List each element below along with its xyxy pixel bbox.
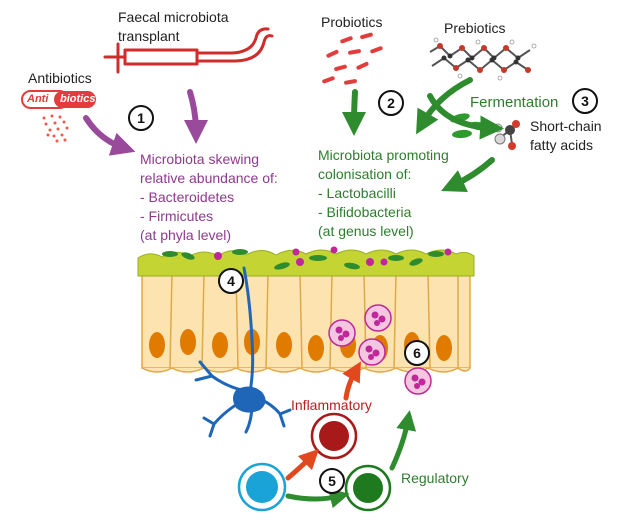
arrow-transplant	[183, 89, 208, 144]
probiotics-label: Probiotics	[321, 14, 383, 30]
neuron-soma	[233, 386, 266, 413]
faecal-line-1: Faecal microbiota	[118, 9, 229, 25]
arrow-prebiotics	[416, 77, 473, 135]
promoting-line-1: Microbiota promoting	[318, 147, 449, 163]
probiotics-bacteria	[322, 32, 383, 85]
promoting-text: Microbiota promoting colonisation of: - …	[318, 146, 449, 241]
skewing-line-5: (at phyla level)	[140, 227, 232, 243]
faecal-line-2: transplant	[118, 28, 180, 44]
promoting-line-3: - Lactobacilli	[318, 185, 396, 201]
scfa-line-1: Short-chain	[530, 118, 602, 134]
skewing-line-3: - Bacteroidetes	[140, 189, 235, 205]
regulatory-label: Regulatory	[401, 470, 469, 486]
prebiotics-label: Prebiotics	[444, 20, 506, 36]
skewing-line-4: - Firmicutes	[140, 208, 214, 224]
marker-4: 4	[218, 268, 244, 294]
inflammatory-label: Inflammatory	[291, 397, 372, 413]
naive-t-cell	[237, 462, 287, 512]
scfa-line-2: fatty acids	[530, 137, 594, 153]
arrow-scfa	[441, 157, 495, 192]
scfa-molecule-icon	[493, 120, 520, 150]
syringe-icon	[103, 27, 274, 74]
promoting-line-5: (at genus level)	[318, 223, 414, 239]
immune-cells	[328, 304, 432, 395]
arrow-fermentation	[427, 93, 504, 140]
arrow-antibiotics	[83, 115, 136, 156]
pill-left-text: Anti	[27, 93, 49, 105]
arrow-probiotics	[342, 89, 367, 136]
promoting-line-4: - Bifidobacteria	[318, 204, 412, 220]
marker-6: 6	[404, 340, 430, 366]
scfa-label: Short-chain fatty acids	[530, 117, 602, 155]
arrow-inflammatory-up	[342, 361, 361, 401]
marker-3: 3	[572, 88, 598, 114]
arrow-naive-to-regulatory	[285, 488, 350, 509]
skewing-line-1: Microbiota skewing	[140, 151, 260, 167]
pill-powder-dots	[42, 114, 69, 143]
marker-2: 2	[378, 90, 404, 116]
inflammatory-t-cell	[310, 412, 358, 460]
marker-5: 5	[319, 468, 345, 494]
promoting-line-2: colonisation of:	[318, 166, 412, 182]
mucus-microbes	[162, 246, 452, 270]
pill-icon	[21, 90, 96, 109]
faecal-transplant-label: Faecal microbiota transplant	[118, 8, 229, 46]
skewing-line-2: relative abundance of:	[140, 170, 278, 186]
prebiotics-molecule-icon	[429, 37, 537, 81]
antibiotics-label: Antibiotics	[28, 70, 92, 86]
regulatory-t-cell	[344, 464, 392, 512]
pill-right-text: biotics	[60, 93, 96, 105]
arrow-regulatory-up	[389, 410, 417, 471]
arrow-naive-to-inflammatory	[285, 448, 320, 481]
skewing-text: Microbiota skewing relative abundance of…	[140, 150, 278, 245]
fermentation-label: Fermentation	[470, 94, 559, 111]
marker-1: 1	[128, 105, 154, 131]
